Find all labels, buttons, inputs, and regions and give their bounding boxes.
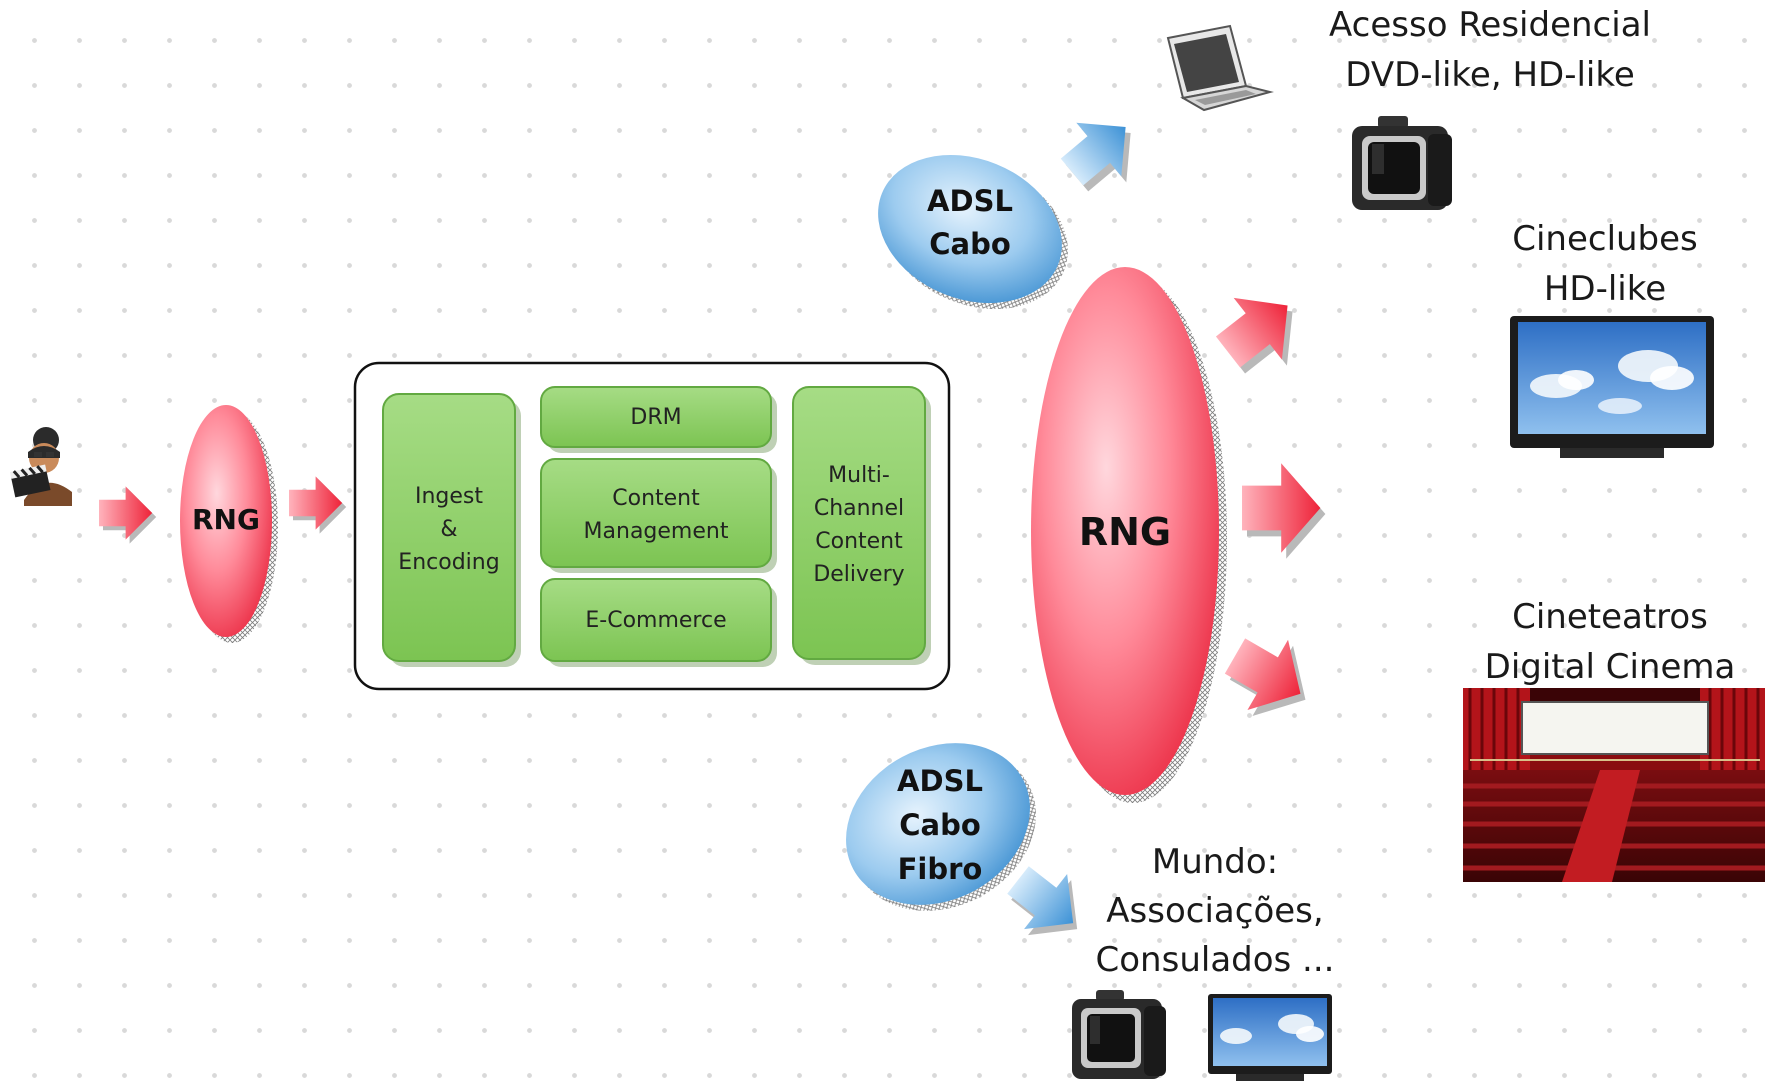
dest-cineclubes-label: Cineclubes HD-like: [1512, 219, 1698, 309]
network-bottom-label: ADSL Cabo Fibro: [897, 764, 983, 886]
block-content-management-label: Content Management: [583, 486, 729, 544]
block-ingest: [382, 393, 521, 667]
block-delivery: [792, 386, 931, 665]
flat-tv-icon: [1510, 316, 1714, 458]
arrow-rng-to-cineclubes: [1203, 274, 1317, 389]
arrow-rng-to-center: [1242, 463, 1326, 559]
dest-cineteatros-label: Cineteatros Digital Cinema: [1484, 597, 1736, 687]
dest-residential-label: Acesso Residencial DVD-like, HD-like: [1329, 5, 1651, 95]
dest-mundo-label: Mundo: Associações, Consulados ...: [1095, 842, 1335, 980]
arrow-rng-to-cineteatros: [1214, 620, 1326, 735]
block-ecommerce: [540, 578, 777, 667]
block-delivery-label: Multi- Channel Content Delivery: [813, 463, 905, 587]
cinema-theater-photo: [1463, 688, 1765, 882]
block-drm-label: DRM: [630, 405, 682, 430]
laptop-icon: [1166, 24, 1274, 112]
network-top-label: ADSL Cabo: [927, 184, 1013, 261]
block-content-management: [540, 458, 777, 573]
rng-small-node: [180, 405, 278, 643]
block-ingest-label: Ingest & Encoding: [398, 484, 500, 575]
rng-large-label: RNG: [1078, 510, 1172, 554]
block-ecommerce-label: E-Commerce: [585, 608, 727, 633]
flat-tv-icon: [1208, 994, 1332, 1081]
arrow-rng-to-platform: [289, 476, 347, 534]
director-clapperboard-icon: [9, 427, 72, 506]
arrow-top-network-to-residential: [1049, 100, 1154, 205]
rng-large-node: [1031, 267, 1227, 803]
arrow-source-to-rng: [99, 486, 157, 544]
network-bottom-node: [846, 743, 1036, 911]
rng-small-label: RNG: [192, 503, 260, 536]
network-top-node: [878, 154, 1068, 310]
block-drm: [540, 386, 777, 453]
crt-tv-icon: [1072, 990, 1166, 1079]
crt-tv-icon: [1352, 116, 1452, 210]
